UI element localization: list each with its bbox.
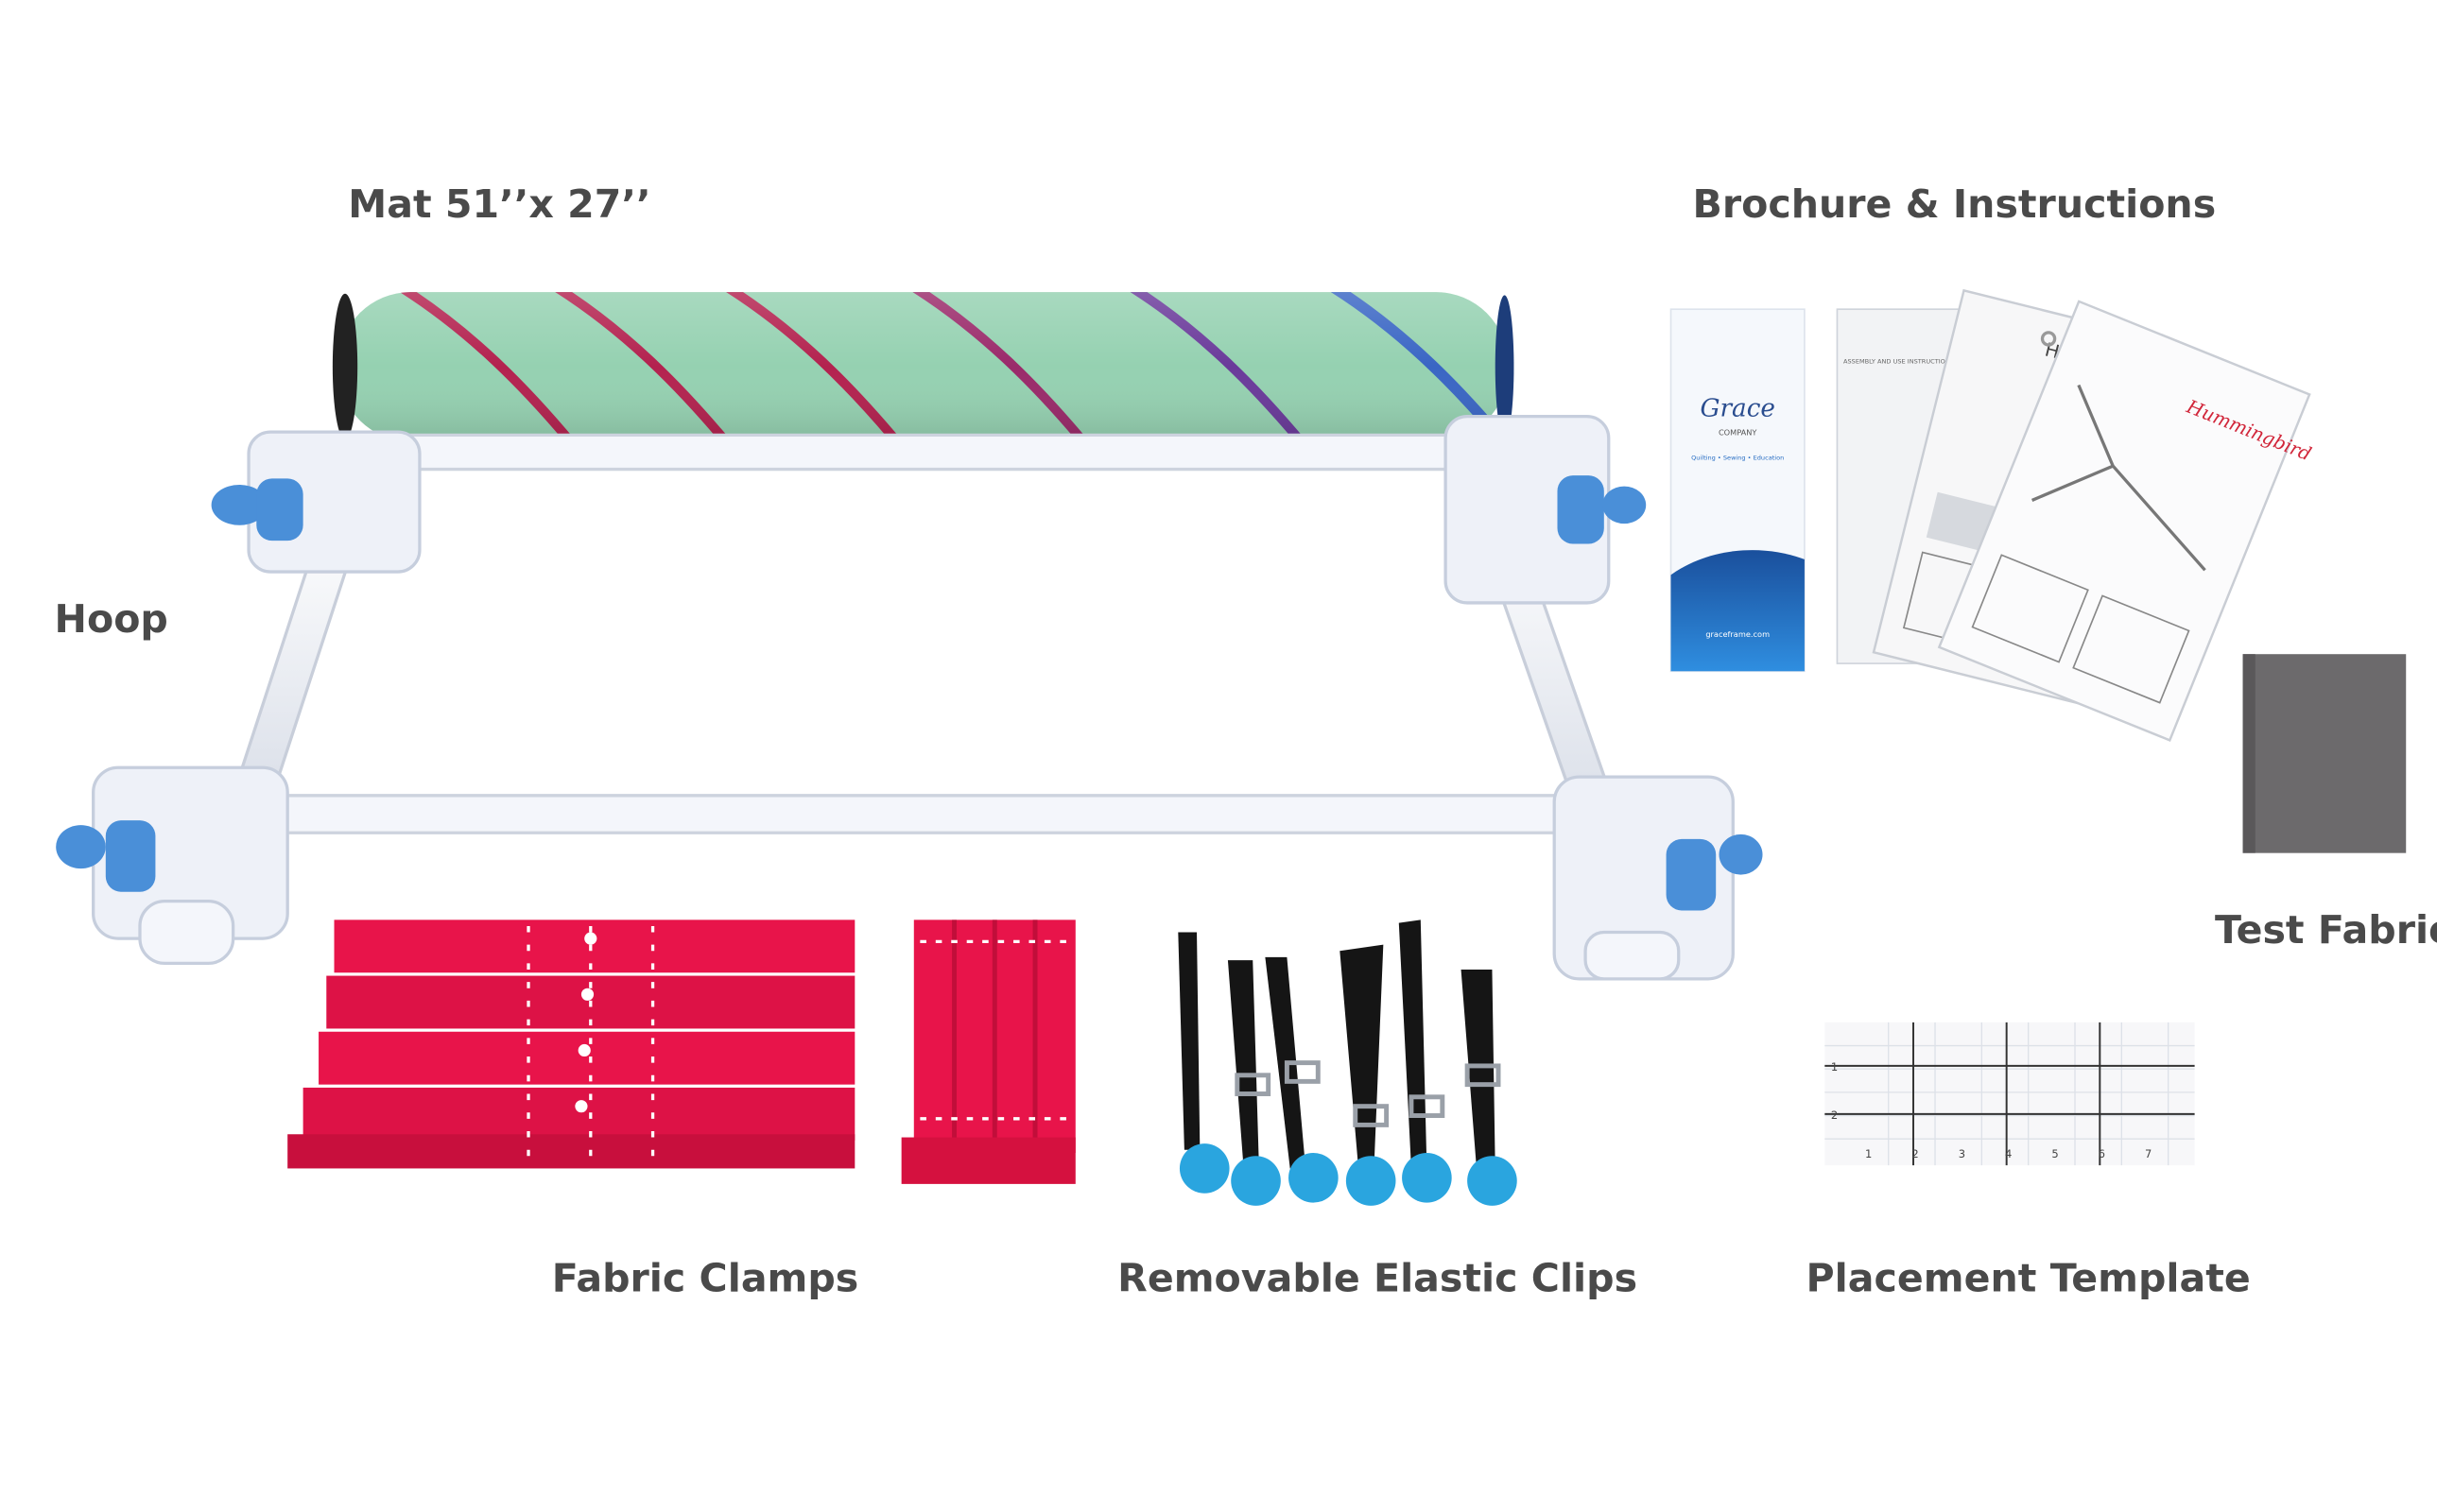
label-brochure-instructions: Brochure & Instructions — [1692, 181, 2217, 228]
brochure: Grace COMPANY Quilting • Sewing • Educat… — [1669, 308, 1806, 673]
template-tick-v: 1 — [1831, 1060, 1838, 1074]
brochure-company: COMPANY — [1719, 427, 1757, 437]
template-tick-h: 3 — [1959, 1147, 1965, 1160]
template-tick-h: 5 — [2051, 1147, 2058, 1160]
template-tick-h: 6 — [2099, 1147, 2105, 1160]
instruction-sheets: ASSEMBLY AND USE INSTRUCTIONS Hum Hummin… — [1836, 288, 2314, 742]
hoop-corner-front-left — [56, 765, 289, 966]
brochure-tagline: Quilting • Sewing • Education — [1691, 455, 1784, 462]
template-tick-h: 4 — [2005, 1147, 2012, 1160]
label-mat: Mat 51’’x 27’’ — [348, 181, 651, 228]
elastic-clip — [1178, 932, 1230, 1194]
hoop-corner-back-right — [1443, 415, 1647, 605]
hoop-corner-back-left — [211, 430, 422, 574]
template-tick-h: 7 — [2145, 1147, 2152, 1160]
hoop-frame — [56, 415, 1763, 981]
label-hoop: Hoop — [54, 596, 168, 643]
template-tick-h: 2 — [1911, 1147, 1918, 1160]
label-placement-template: Placement Template — [1806, 1255, 2251, 1301]
fabric-clamps-long — [287, 919, 856, 1169]
template-tick-v: 2 — [1831, 1108, 1838, 1122]
label-elastic-clips: Removable Elastic Clips — [1117, 1255, 1638, 1301]
template-tick-h: 1 — [1865, 1147, 1872, 1160]
fabric-clamps-short — [901, 919, 1076, 1184]
elastic-clips — [1178, 919, 1517, 1206]
elastic-clip — [1460, 969, 1517, 1206]
label-fabric-clamps: Fabric Clamps — [551, 1255, 859, 1301]
placement-template: 1 2 3 4 5 6 7 1 2 — [1824, 1022, 2195, 1166]
brochure-brand: Grace — [1700, 395, 1775, 423]
test-fabric — [2242, 654, 2407, 853]
elastic-clip — [1339, 944, 1396, 1206]
brochure-url: graceframe.com — [1705, 629, 1770, 639]
hoop-corner-front-right — [1552, 775, 1763, 981]
label-test-fabric: Test Fabric — [2214, 907, 2437, 953]
elastic-clip — [1398, 919, 1452, 1203]
instructions-heading: ASSEMBLY AND USE INSTRUCTIONS — [1843, 358, 1954, 366]
elastic-clip — [1265, 956, 1339, 1203]
mat-roll — [332, 292, 1514, 441]
elastic-clip — [1227, 960, 1281, 1206]
